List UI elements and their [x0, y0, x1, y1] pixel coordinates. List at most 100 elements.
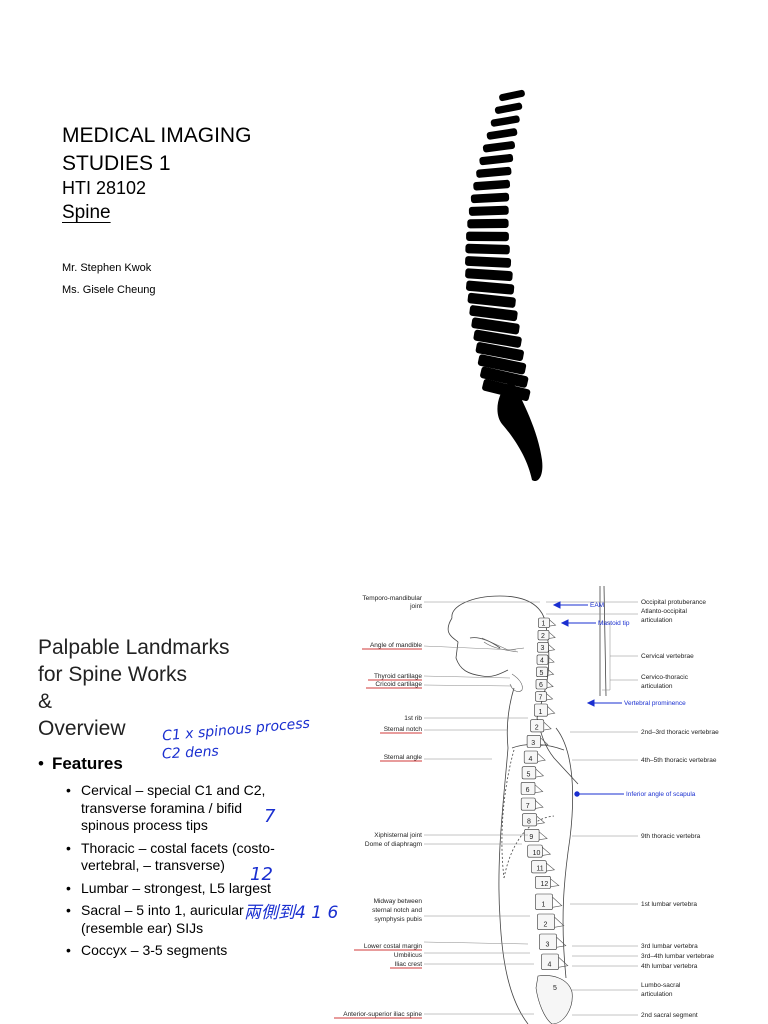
lumbar-number-1: 1 — [542, 902, 546, 909]
label-atlanto-occipital: Atlanto-occipital — [641, 608, 687, 615]
left-labels: Temporo-mandibular joint Angle of mandib… — [343, 595, 423, 1018]
thoracic-number-7: 7 — [526, 803, 530, 810]
spine-vertebra — [467, 292, 516, 308]
label-lower-costal-margin: Lower costal margin — [364, 943, 423, 950]
label-midway-2: sternal notch and — [372, 907, 422, 914]
cervical-body — [535, 679, 548, 690]
spine-vertebra — [465, 268, 513, 282]
skull-jaw — [481, 637, 525, 692]
spine-vertebra — [465, 243, 510, 255]
spine-vertebra — [466, 231, 509, 242]
thoracic-spinous-process — [538, 831, 548, 840]
label-sternal-angle: Sternal angle — [384, 754, 423, 761]
thoracic-body — [527, 844, 543, 858]
course-title-line-1: MEDICAL IMAGING — [62, 124, 252, 147]
bullet-thoracic: Thoracic – costal facets (costo-vertebra… — [66, 840, 286, 875]
thoracic-body — [530, 719, 545, 733]
thoracic-number-1: 1 — [539, 709, 543, 716]
spine-vertebra — [479, 153, 514, 166]
cervical-number-1: 1 — [542, 621, 546, 628]
spine-vertebra — [494, 102, 523, 114]
course-code: HTI 28102 — [62, 178, 147, 198]
bullet-coccyx: Coccyx – 3-5 segments — [66, 942, 286, 960]
label-temporo-mandibular: Temporo-mandibular — [362, 595, 422, 602]
spine-vertebra — [465, 280, 515, 295]
sacrum — [535, 975, 573, 1024]
label-articulation-1: articulation — [641, 617, 673, 624]
thoracic-spinous-process — [550, 878, 560, 887]
thoracic-body — [526, 735, 541, 748]
thoracic-number-10: 10 — [533, 850, 541, 857]
lumbar-body — [539, 933, 557, 950]
bullet-sacral: Sacral – 5 into 1, auricular (resemble e… — [66, 902, 286, 937]
thoracic-body — [535, 875, 551, 889]
spine-vertebra — [465, 256, 512, 268]
spine-vertebra — [482, 141, 516, 153]
lumbar-spinous-process — [552, 896, 563, 908]
label-9th-thoracic: 9th thoracic vertebra — [641, 833, 701, 840]
label-xiphisternal-joint: Xiphisternal joint — [374, 832, 422, 839]
thoracic-spinous-process — [535, 768, 545, 778]
cervical-spinous-process — [547, 668, 555, 676]
thoracic-spinous-process — [535, 800, 544, 809]
label-joint: joint — [409, 603, 422, 610]
body-outline — [447, 585, 607, 1024]
lumbar-body — [541, 953, 559, 970]
instructor-2: Ms. Gisele Cheung — [62, 284, 156, 296]
cervical-bracket — [602, 621, 611, 691]
spine-vertebra — [467, 218, 509, 229]
slide-title-line-4: Overview — [38, 717, 126, 740]
label-midway-1: Midway between — [374, 898, 423, 905]
lumbar-number-2: 2 — [544, 922, 548, 929]
cervical-spinous-process — [548, 644, 556, 651]
label-mastoid-tip: Mastoid tip — [598, 620, 630, 627]
thoracic-spinous-process — [547, 706, 556, 715]
label-2nd-3rd-thoracic: 2nd–3rd thoracic vertebrae — [641, 729, 719, 736]
thoracic-spinous-process — [546, 862, 556, 872]
label-angle-of-mandible: Angle of mandible — [370, 642, 422, 649]
cervical-body — [537, 642, 549, 653]
features-heading: Features — [38, 754, 123, 774]
label-articulation-2: articulation — [641, 683, 673, 690]
slide-title-line-2: for Spine Works — [38, 663, 187, 686]
label-cervico-thoracic: Cervico-thoracic — [641, 674, 689, 681]
thoracic-spinous-process — [542, 847, 552, 856]
spine-vertebra — [477, 354, 527, 375]
lumbar-body — [535, 893, 553, 910]
thoracic-body — [520, 782, 536, 795]
cervical-number-6: 6 — [539, 682, 543, 689]
label-cricoid-cartilage: Cricoid cartilage — [375, 681, 422, 688]
title-slide: MEDICAL IMAGING STUDIES 1 HTI 28102 Spin… — [62, 89, 543, 482]
label-3rd-4th-lumbar: 3rd–4th lumbar vertebrae — [641, 953, 714, 960]
handwriting-cervical-count: 7 — [264, 806, 276, 827]
label-2nd-sacral-segment: 2nd sacral segment — [641, 1012, 698, 1019]
cervical-number-7: 7 — [539, 694, 543, 701]
topic-title: Spine — [62, 202, 111, 223]
label-asis: Anterior-superior iliac spine — [343, 1011, 422, 1018]
spine-vertebra — [470, 192, 510, 204]
slide-title-line-3: & — [38, 690, 53, 713]
spine-vertebra — [486, 128, 518, 140]
blue-arrows — [552, 601, 624, 797]
handwriting-c2: C2 dens — [161, 743, 220, 763]
label-midway-3: symphysis pubis — [374, 916, 422, 923]
spine-vertebra — [469, 305, 518, 322]
cervical-body — [536, 666, 548, 677]
label-1st-lumbar: 1st lumbar vertebra — [641, 901, 697, 908]
label-umbilicus: Umbilicus — [394, 952, 423, 959]
label-4th-5th-thoracic: 4th–5th thoracic vertebrae — [641, 757, 717, 764]
label-inferior-angle-scapula: Inferior angle of scapula — [626, 791, 696, 798]
lumbar-spinous-process — [558, 956, 569, 968]
cervical-number-5: 5 — [540, 670, 544, 677]
spine-vertebra — [473, 179, 511, 191]
label-sternal-notch: Sternal notch — [384, 726, 423, 733]
thoracic-spinous-process — [536, 815, 546, 825]
label-thyroid-cartilage: Thyroid cartilage — [374, 673, 422, 680]
label-articulation-3: articulation — [641, 991, 673, 998]
thoracic-spinous-process — [543, 721, 552, 731]
spine-vertebra — [473, 329, 522, 348]
label-4th-lumbar: 4th lumbar vertebra — [641, 963, 698, 970]
spine-silhouette-icon — [465, 89, 543, 482]
label-3rd-lumbar: 3rd lumbar vertebra — [641, 943, 698, 950]
thoracic-spinous-process — [540, 737, 549, 746]
